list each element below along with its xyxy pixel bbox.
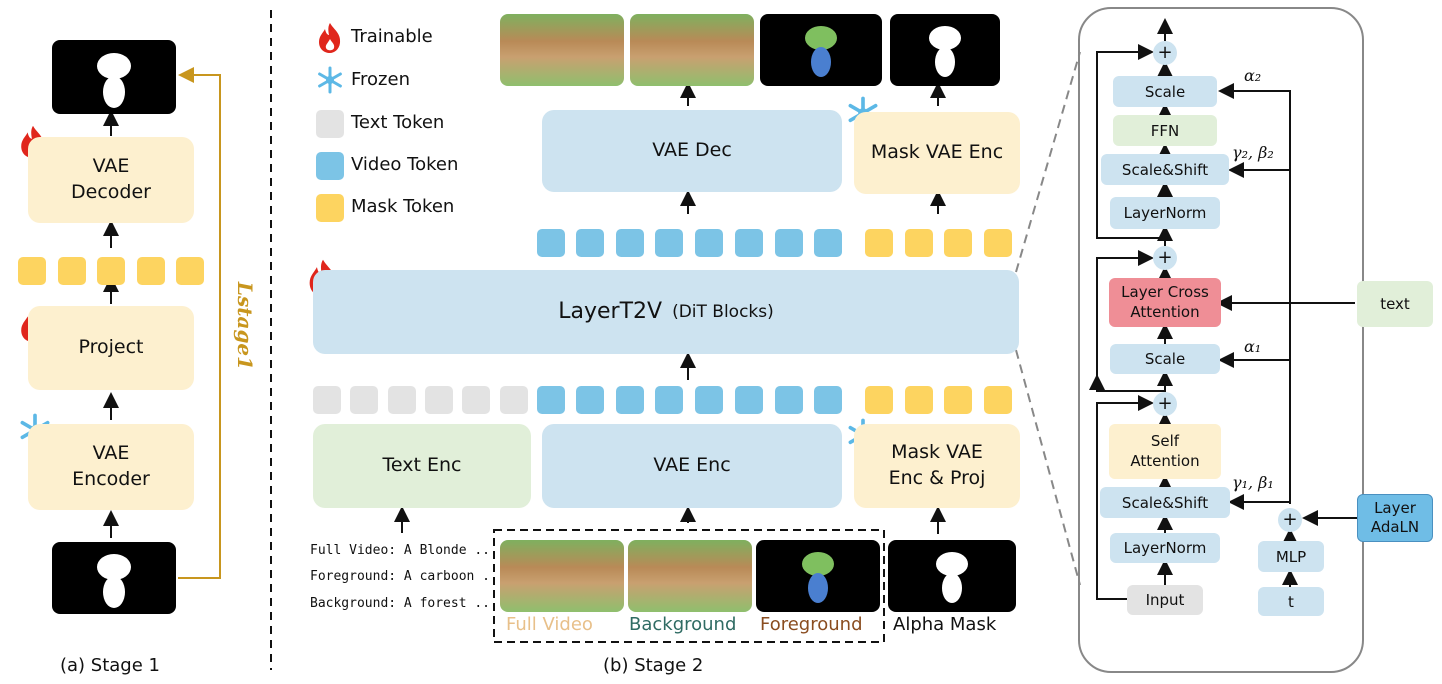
scale-block: Scale bbox=[1113, 76, 1217, 107]
mask-token bbox=[984, 229, 1012, 257]
add-node: + bbox=[1153, 246, 1177, 270]
label-background: Background bbox=[629, 614, 737, 635]
legend-video-token: Video Token bbox=[351, 154, 459, 175]
stage1-token bbox=[97, 257, 125, 285]
flame-icon bbox=[316, 22, 344, 54]
mask-vae-enc-proj-block: Mask VAE Enc & Proj bbox=[854, 424, 1020, 508]
prompt-full-video: Full Video: A Blonde ... bbox=[310, 543, 498, 558]
legend-frozen: Frozen bbox=[351, 69, 410, 90]
label-alpha-mask: Alpha Mask bbox=[893, 614, 997, 635]
text-condition-block: text bbox=[1357, 281, 1433, 327]
stage1-token bbox=[58, 257, 86, 285]
video-token bbox=[616, 229, 644, 257]
output-foreground-thumbnail bbox=[760, 14, 882, 86]
mask-token bbox=[944, 386, 972, 414]
stage1-token bbox=[18, 257, 46, 285]
input-full-video-thumbnail bbox=[500, 540, 624, 612]
add-node: + bbox=[1153, 41, 1177, 65]
text-token bbox=[425, 386, 453, 414]
stage1-token bbox=[176, 257, 204, 285]
input-block: Input bbox=[1127, 585, 1203, 615]
alpha1-label: α₁ bbox=[1244, 337, 1262, 356]
stage2-caption: (b) Stage 2 bbox=[603, 655, 704, 676]
prompt-foreground: Foreground: A carboon ... bbox=[310, 569, 506, 584]
video-token bbox=[655, 229, 683, 257]
input-foreground-thumbnail bbox=[756, 540, 880, 612]
text-token bbox=[313, 386, 341, 414]
video-token bbox=[655, 386, 683, 414]
add-node: + bbox=[1278, 508, 1302, 532]
text-token bbox=[388, 386, 416, 414]
video-token bbox=[537, 229, 565, 257]
video-token bbox=[695, 229, 723, 257]
video-token bbox=[735, 229, 763, 257]
mask-vae-enc-block: Mask VAE Enc bbox=[854, 112, 1020, 194]
video-token bbox=[775, 229, 803, 257]
stage1-loss-label: Lstage1 bbox=[233, 281, 257, 371]
label-foreground: Foreground bbox=[760, 614, 863, 635]
legend-mask-token-swatch bbox=[316, 194, 344, 222]
legend-mask-token: Mask Token bbox=[351, 196, 455, 217]
mlp-block: MLP bbox=[1258, 541, 1324, 572]
video-token bbox=[695, 386, 723, 414]
text-enc-block: Text Enc bbox=[313, 424, 531, 508]
layernorm-block: LayerNorm bbox=[1110, 197, 1220, 229]
output-mask-thumbnail bbox=[890, 14, 1000, 86]
mask-token bbox=[944, 229, 972, 257]
vae-dec-block: VAE Dec bbox=[542, 110, 842, 192]
mask-token bbox=[905, 229, 933, 257]
layert2v-title: LayerT2V bbox=[558, 299, 663, 325]
legend-text-token-swatch bbox=[316, 110, 344, 138]
alpha2-label: α₂ bbox=[1244, 66, 1262, 85]
vae-encoder-block: VAE Encoder bbox=[28, 424, 194, 510]
scale-shift-block: Scale&Shift bbox=[1101, 154, 1229, 185]
layernorm-block: LayerNorm bbox=[1110, 533, 1220, 563]
video-token bbox=[576, 229, 604, 257]
add-node: + bbox=[1153, 392, 1177, 416]
legend-video-token-swatch bbox=[316, 152, 344, 180]
stage1-token bbox=[137, 257, 165, 285]
mask-token bbox=[905, 386, 933, 414]
input-alpha-mask-thumbnail bbox=[888, 540, 1016, 612]
mask-token bbox=[984, 386, 1012, 414]
layert2v-subtitle: (DiT Blocks) bbox=[672, 301, 774, 322]
layer-adaln-block: Layer AdaLN bbox=[1357, 494, 1433, 542]
video-token bbox=[775, 386, 803, 414]
layert2v-block: LayerT2V (DiT Blocks) bbox=[313, 270, 1019, 354]
project-block: Project bbox=[28, 306, 194, 390]
text-token bbox=[350, 386, 378, 414]
stage1-output-mask-thumbnail bbox=[52, 40, 176, 114]
ffn-block: FFN bbox=[1113, 115, 1217, 146]
legend-trainable: Trainable bbox=[351, 26, 433, 47]
output-full-video-thumbnail bbox=[500, 14, 624, 86]
legend-text-token: Text Token bbox=[351, 112, 445, 133]
stage1-caption: (a) Stage 1 bbox=[60, 655, 160, 676]
text-token bbox=[462, 386, 490, 414]
prompt-background: Background: A forest ... bbox=[310, 596, 498, 611]
stage1-input-mask-thumbnail bbox=[52, 542, 176, 614]
gamma2-beta2-label: γ₂, β₂ bbox=[1232, 143, 1274, 162]
video-token bbox=[814, 229, 842, 257]
vae-enc-block: VAE Enc bbox=[542, 424, 842, 508]
timestep-block: t bbox=[1258, 587, 1324, 616]
self-attention-block: Self Attention bbox=[1109, 424, 1221, 479]
snowflake-icon bbox=[316, 66, 344, 94]
vae-decoder-block: VAE Decoder bbox=[28, 137, 194, 223]
scale-shift-block: Scale&Shift bbox=[1100, 487, 1230, 518]
gamma1-beta1-label: γ₁, β₁ bbox=[1232, 473, 1274, 492]
scale-block: Scale bbox=[1110, 344, 1220, 374]
layer-cross-attention-block: Layer Cross Attention bbox=[1109, 278, 1221, 327]
label-full-video: Full Video bbox=[506, 614, 593, 635]
video-token bbox=[537, 386, 565, 414]
video-token bbox=[616, 386, 644, 414]
text-token bbox=[500, 386, 528, 414]
mask-token bbox=[865, 229, 893, 257]
output-background-thumbnail bbox=[630, 14, 754, 86]
video-token bbox=[576, 386, 604, 414]
video-token bbox=[814, 386, 842, 414]
input-background-thumbnail bbox=[628, 540, 752, 612]
video-token bbox=[735, 386, 763, 414]
mask-token bbox=[865, 386, 893, 414]
